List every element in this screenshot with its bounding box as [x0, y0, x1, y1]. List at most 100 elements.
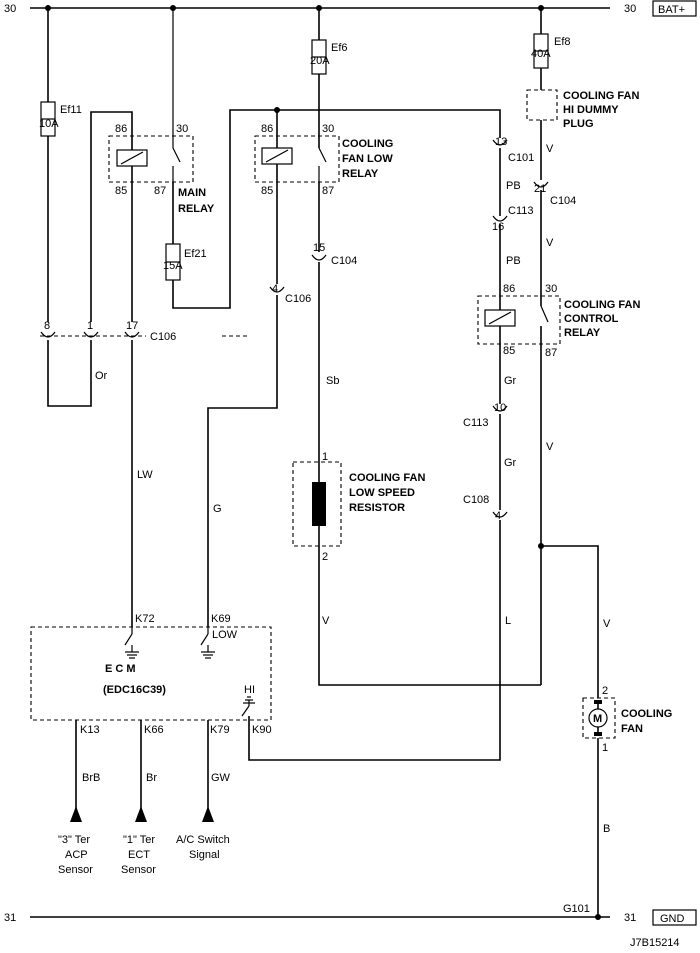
- fan-supply: V: [541, 545, 611, 698]
- battery-rail: 30 30 BAT+: [4, 0, 697, 17]
- svg-text:20A: 20A: [310, 55, 330, 67]
- svg-text:1: 1: [602, 742, 608, 754]
- svg-text:10A: 10A: [39, 118, 59, 130]
- ecm-hi-path: 10 C113 Gr 4 C108 L: [248, 402, 517, 761]
- svg-text:1: 1: [322, 451, 328, 463]
- svg-text:30: 30: [545, 283, 557, 295]
- svg-text:K69: K69: [211, 613, 231, 625]
- ground-label-right: 31: [624, 912, 636, 924]
- svg-text:Ef11: Ef11: [60, 104, 82, 116]
- low-speed-resistor: 1 2 COOLING FAN LOW SPEED RESISTOR V: [292, 451, 541, 686]
- low-relay-label-1: COOLING: [342, 138, 393, 150]
- ecm-model: (EDC16C39): [103, 684, 166, 696]
- resistor-label-3: RESISTOR: [349, 502, 405, 514]
- ground-rail: 31 31 GND G101: [4, 903, 697, 926]
- svg-text:Ef21: Ef21: [184, 248, 207, 260]
- svg-text:C108: C108: [463, 494, 489, 506]
- svg-text:C106: C106: [285, 293, 311, 305]
- svg-text:2: 2: [322, 551, 328, 563]
- svg-text:87: 87: [545, 347, 557, 359]
- control-relay-label-2: CONTROL: [564, 313, 619, 325]
- svg-text:87: 87: [154, 185, 166, 197]
- svg-text:86: 86: [261, 123, 273, 135]
- svg-text:15: 15: [313, 242, 325, 254]
- control-relay-label-1: COOLING FAN: [564, 299, 640, 311]
- dummy-plug-label-3: PLUG: [563, 118, 594, 130]
- svg-text:85: 85: [261, 185, 273, 197]
- svg-text:K66: K66: [144, 724, 164, 736]
- bat-plus-label: BAT+: [658, 4, 685, 16]
- svg-text:16: 16: [492, 221, 504, 233]
- dummy-plug-label-1: COOLING FAN: [563, 90, 639, 102]
- svg-text:K72: K72: [135, 613, 155, 625]
- svg-text:V: V: [322, 615, 330, 627]
- svg-text:4: 4: [495, 510, 501, 522]
- low-relay-label-3: RELAY: [342, 168, 379, 180]
- svg-text:V: V: [603, 618, 611, 630]
- svg-text:21: 21: [534, 183, 546, 195]
- svg-text:Signal: Signal: [189, 849, 220, 861]
- ecm-module: E C M (EDC16C39) K72 K69 LOW HI K90 K13 …: [30, 613, 272, 736]
- svg-text:G: G: [213, 503, 222, 515]
- resistor-label-1: COOLING FAN: [349, 472, 425, 484]
- cooling-fan-low-relay: 86 30 85 87 COOLING FAN LOW RELAY: [254, 110, 393, 284]
- svg-text:30: 30: [176, 123, 188, 135]
- svg-text:LOW: LOW: [212, 629, 238, 641]
- svg-text:PB: PB: [506, 255, 521, 267]
- svg-text:15A: 15A: [163, 260, 183, 272]
- svg-text:Br: Br: [146, 772, 157, 784]
- rail-label-left: 30: [4, 3, 16, 15]
- low-relay-label-2: FAN LOW: [342, 153, 393, 165]
- cooling-fan-control-relay: 86 30 85 87 COOLING FAN CONTROL RELAY Gr…: [477, 283, 640, 685]
- svg-text:Sensor: Sensor: [121, 864, 156, 876]
- svg-text:2: 2: [602, 685, 608, 697]
- low-speed-path: 15 C104 Sb: [311, 182, 357, 462]
- connector-c106: 8 1 17 C106 Or 4 C106 G LW: [40, 283, 311, 627]
- fan-label-1: COOLING: [621, 708, 672, 720]
- figure-id: J7B15214: [630, 937, 680, 949]
- svg-text:L: L: [505, 615, 511, 627]
- ground-label-left: 31: [4, 912, 16, 924]
- main-relay-label-2: RELAY: [178, 203, 215, 215]
- svg-text:K13: K13: [80, 724, 100, 736]
- svg-text:Sensor: Sensor: [58, 864, 93, 876]
- fuse-ef8: Ef8 40A: [531, 8, 571, 90]
- svg-text:C113: C113: [508, 205, 533, 217]
- svg-text:B: B: [603, 823, 610, 835]
- svg-text:87: 87: [322, 185, 334, 197]
- gnd-label: GND: [660, 913, 685, 925]
- svg-text:Gr: Gr: [504, 457, 517, 469]
- ac-switch-label: A/C Switch Signal: [176, 834, 230, 861]
- main-relay-label-1: MAIN: [178, 187, 206, 199]
- ground-point-g101: G101: [563, 903, 590, 915]
- fuse-ef11: Ef11 10A: [39, 8, 82, 322]
- svg-text:"3" Ter: "3" Ter: [58, 834, 90, 846]
- rail-label-right: 30: [624, 3, 636, 15]
- svg-text:85: 85: [115, 185, 127, 197]
- svg-text:1: 1: [87, 320, 93, 332]
- svg-text:V: V: [546, 441, 554, 453]
- svg-text:8: 8: [44, 320, 50, 332]
- main-relay: 86 30 85 87 MAIN RELAY: [90, 8, 215, 322]
- svg-text:Gr: Gr: [504, 375, 517, 387]
- svg-text:C101: C101: [508, 152, 534, 164]
- svg-text:ECT: ECT: [128, 849, 150, 861]
- svg-text:HI: HI: [244, 684, 255, 696]
- cooling-fan-motor: M 2 1 COOLING FAN B: [582, 685, 672, 917]
- svg-text:Or: Or: [95, 370, 108, 382]
- acp-sensor-label: "3" Ter ACP Sensor: [58, 834, 93, 876]
- dummy-plug-label-2: HI DUMMY: [563, 104, 619, 116]
- sensor-leads: BrB Br GW: [70, 720, 231, 822]
- svg-text:LW: LW: [137, 469, 153, 481]
- svg-text:Ef8: Ef8: [554, 36, 571, 48]
- svg-text:10: 10: [494, 402, 506, 414]
- svg-text:A/C Switch: A/C Switch: [176, 834, 230, 846]
- svg-text:BrB: BrB: [82, 772, 100, 784]
- ecm-label: E C M: [105, 663, 136, 675]
- svg-text:40A: 40A: [531, 48, 551, 60]
- fan-label-2: FAN: [621, 723, 643, 735]
- svg-text:Sb: Sb: [326, 375, 339, 387]
- svg-text:GW: GW: [211, 772, 231, 784]
- svg-text:17: 17: [126, 320, 138, 332]
